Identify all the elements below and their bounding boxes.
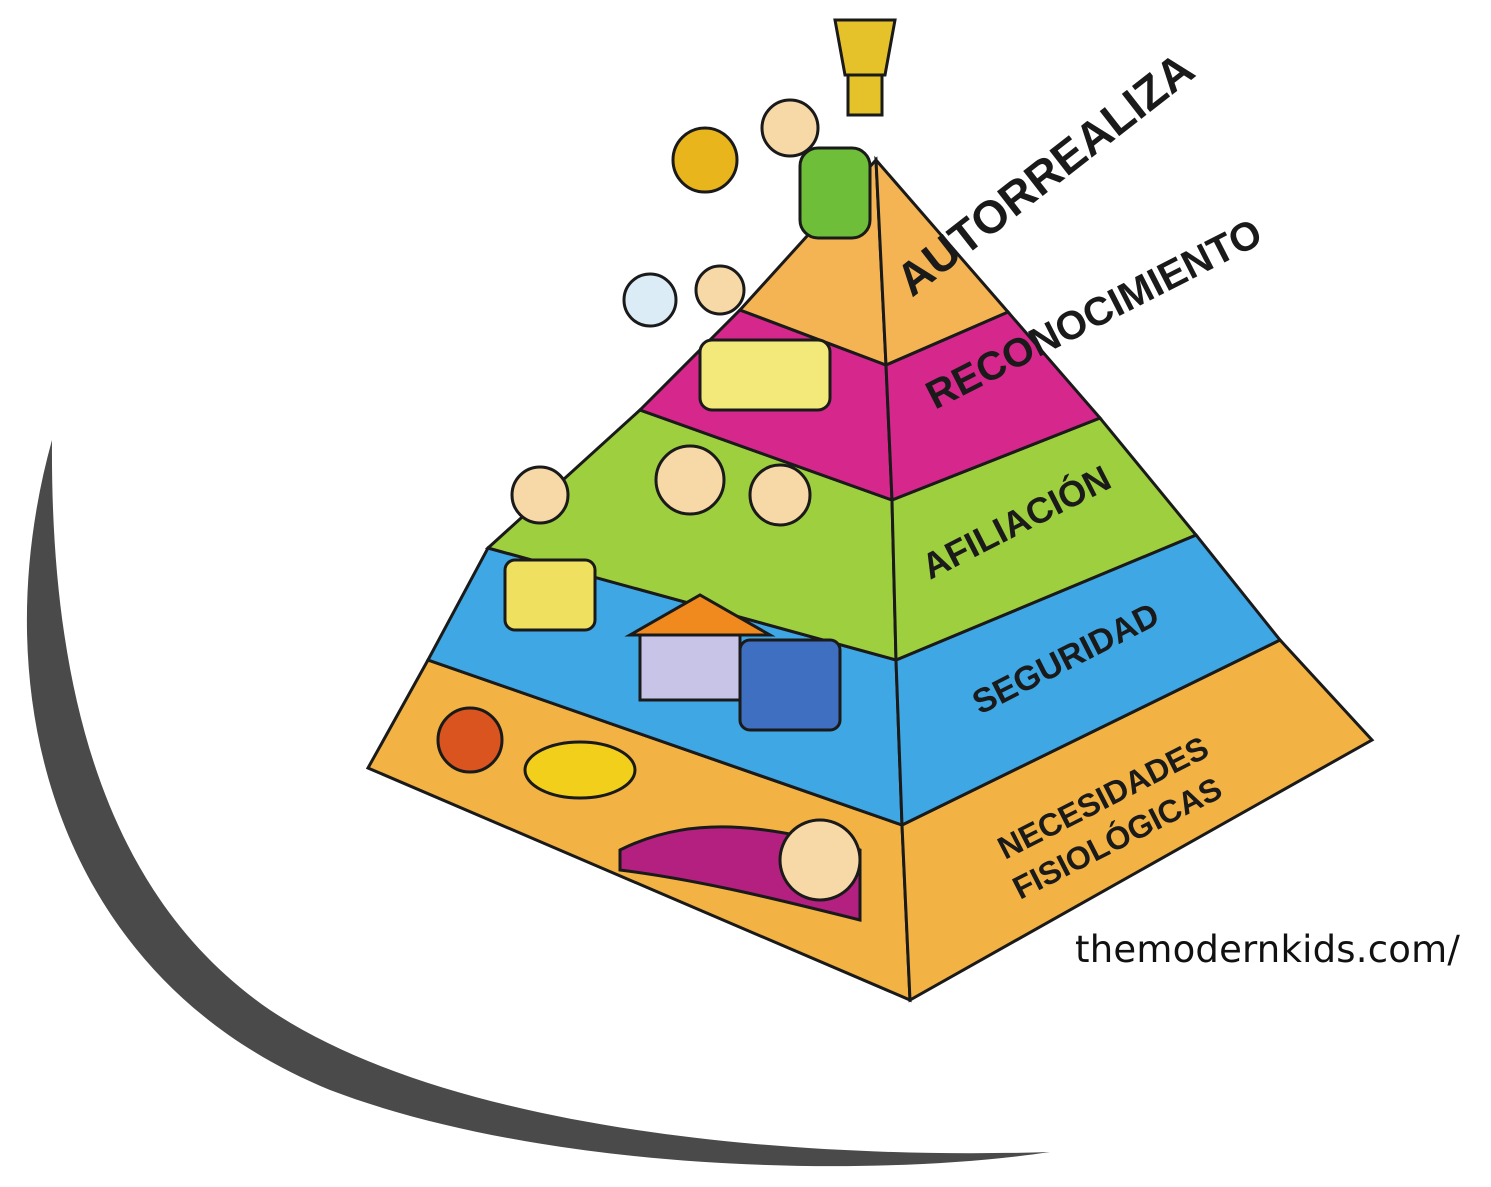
source-credit: themodernkids.com/ [1075, 928, 1460, 971]
money-bag-icon [671, 126, 739, 194]
maslow-pyramid: AUTORREALIZA RECONOCIMIENTO AFILIACIÓN S… [365, 18, 1375, 1003]
right-face-self-actualization [874, 155, 1011, 368]
house-icon [638, 628, 742, 702]
cartoon-people-illustration [436, 18, 897, 922]
trophy-icon [833, 18, 897, 117]
